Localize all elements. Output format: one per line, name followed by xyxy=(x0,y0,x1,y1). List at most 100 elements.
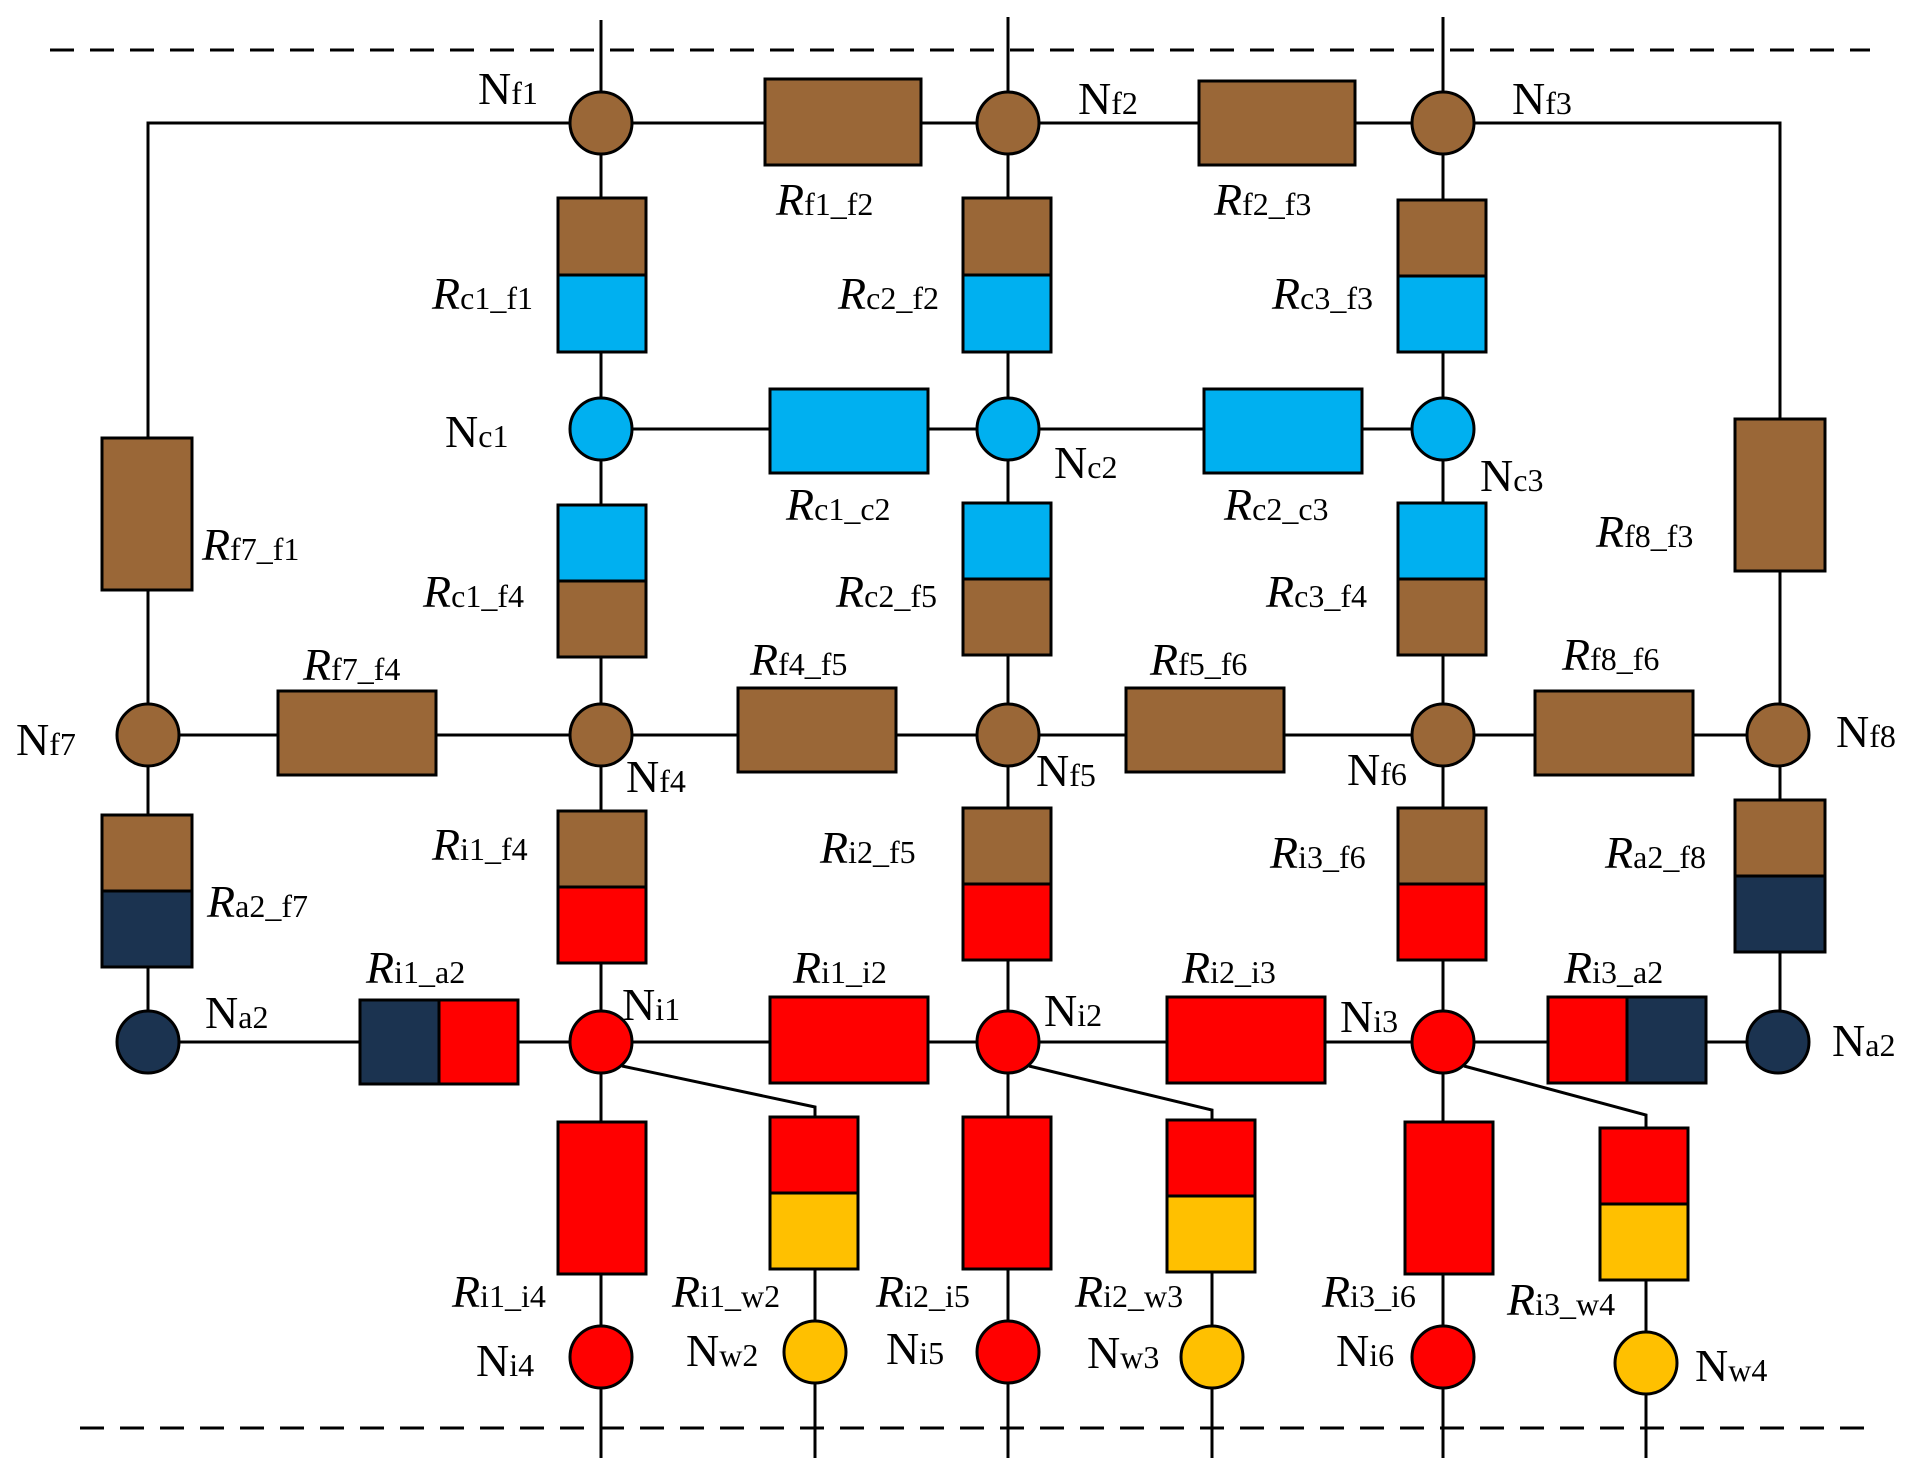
resistor-segment-red xyxy=(437,998,520,1086)
resistor-segment-cyan xyxy=(556,503,648,583)
resistor-c1-f4 xyxy=(556,503,648,659)
wires xyxy=(146,17,1782,1458)
resistor-i2-f5 xyxy=(961,806,1053,962)
node-label: Ni5 xyxy=(886,1323,944,1374)
resistor-segment-navy xyxy=(1733,874,1827,954)
resistor-f8-f3 xyxy=(1733,417,1827,573)
resistor-f7-f1 xyxy=(100,436,194,592)
resistor-i3-w4 xyxy=(1598,1126,1690,1282)
node-label: Nc2 xyxy=(1054,437,1117,488)
node-i2 xyxy=(975,1009,1041,1075)
resistor-label: Ra2_f8 xyxy=(1604,827,1706,878)
node-f3 xyxy=(1410,90,1476,156)
resistor-label: Rf5_f6 xyxy=(1149,634,1247,685)
resistor-segment-brown xyxy=(556,809,648,889)
resistor-label: Ri2_w3 xyxy=(1074,1266,1183,1317)
resistor-f7-f4 xyxy=(276,689,438,777)
node-i3 xyxy=(1410,1009,1476,1075)
resistor-segment-brown xyxy=(736,686,898,774)
node-f6 xyxy=(1410,702,1476,768)
resistor-segment-brown xyxy=(556,579,648,659)
resistor-label: Ra2_f7 xyxy=(206,876,308,927)
node-i6 xyxy=(1410,1324,1476,1390)
node-f2 xyxy=(975,90,1041,156)
resistor-segment-brown xyxy=(1396,198,1488,278)
resistor-label: Ri3_f6 xyxy=(1269,827,1366,878)
resistor-i1-a2 xyxy=(358,998,520,1086)
resistor-label: Ri1_i4 xyxy=(451,1266,546,1317)
resistor-segment-cyan xyxy=(961,501,1053,581)
resistor-segment-brown xyxy=(1733,798,1827,878)
resistor-segment-cyan xyxy=(556,273,648,354)
resistor-i3-a2 xyxy=(1546,995,1708,1085)
resistor-segment-brown xyxy=(1733,417,1827,573)
resistor-label: Ri2_i5 xyxy=(875,1266,970,1317)
resistor-label: Rf2_f3 xyxy=(1213,174,1311,225)
resistor-segment-red xyxy=(556,1120,648,1276)
resistor-f4-f5 xyxy=(736,686,898,774)
resistor-segment-brown xyxy=(1533,689,1695,777)
resistor-segment-navy xyxy=(100,889,194,969)
resistor-f5-f6 xyxy=(1124,686,1286,774)
node-label: Nf8 xyxy=(1836,706,1896,757)
node-label: Nc3 xyxy=(1480,450,1543,501)
resistor-c1-c2 xyxy=(768,387,930,475)
resistor-segment-cyan xyxy=(1396,501,1488,581)
resistor-segment-red xyxy=(768,995,930,1085)
resistor-segment-navy xyxy=(358,998,441,1086)
node-w4 xyxy=(1613,1330,1679,1396)
node-i5 xyxy=(975,1319,1041,1385)
node-f1 xyxy=(568,90,634,156)
resistor-a2-f8 xyxy=(1733,798,1827,954)
node-label: Na2 xyxy=(205,987,268,1038)
resistor-c2-f5 xyxy=(961,501,1053,657)
resistors xyxy=(100,77,1827,1282)
resistor-segment-brown xyxy=(961,196,1053,277)
node-c2 xyxy=(975,396,1041,462)
resistor-segment-red xyxy=(1598,1126,1690,1206)
resistor-label: Rf4_f5 xyxy=(749,634,847,685)
resistor-label: Ri1_a2 xyxy=(365,942,465,993)
resistor-segment-brown xyxy=(961,577,1053,657)
resistor-c1-f1 xyxy=(556,196,648,354)
node-f7 xyxy=(115,702,181,768)
node-label: Nf6 xyxy=(1347,744,1407,795)
resistor-i2-i5 xyxy=(961,1115,1053,1271)
resistor-label: Ri3_i6 xyxy=(1321,1266,1416,1317)
resistor-segment-red xyxy=(1165,995,1327,1085)
node-label: Ni6 xyxy=(1336,1325,1394,1376)
resistor-i1-i2 xyxy=(768,995,930,1085)
resistor-segment-cyan xyxy=(768,387,930,475)
resistor-segment-brown xyxy=(276,689,438,777)
resistor-c2-f2 xyxy=(961,196,1053,354)
resistor-segment-brown xyxy=(100,813,194,893)
resistor-f8-f6 xyxy=(1533,689,1695,777)
node-i4 xyxy=(568,1324,634,1390)
resistor-label: Rc1_c2 xyxy=(785,479,891,530)
node-f4 xyxy=(568,702,634,768)
node-f8 xyxy=(1745,702,1811,768)
node-label: Nw3 xyxy=(1087,1327,1159,1378)
resistor-segment-red xyxy=(1546,995,1629,1085)
resistor-segment-cyan xyxy=(1396,274,1488,354)
resistor-segment-cyan xyxy=(1202,387,1364,475)
wire xyxy=(1463,1064,1648,1128)
node-i1 xyxy=(568,1009,634,1075)
resistor-label: Rc2_f5 xyxy=(835,566,937,617)
wire xyxy=(1474,121,1782,419)
node-label: Nf7 xyxy=(16,714,76,765)
resistor-segment-brown xyxy=(1124,686,1286,774)
resistor-segment-brown xyxy=(1197,79,1357,167)
resistor-segment-gold xyxy=(1165,1194,1257,1274)
resistor-c3-f3 xyxy=(1396,198,1488,354)
node-c3 xyxy=(1410,396,1476,462)
resistor-i3-f6 xyxy=(1396,806,1488,962)
resistor-segment-gold xyxy=(1598,1202,1690,1282)
resistor-label: Ri1_w2 xyxy=(671,1266,780,1317)
resistor-label: Ri2_f5 xyxy=(819,822,916,873)
resistor-segment-red xyxy=(1165,1118,1257,1198)
node-label: Nc1 xyxy=(445,406,508,457)
resistor-segment-brown xyxy=(556,196,648,277)
resistor-segment-gold xyxy=(768,1191,860,1271)
node-label: Nf3 xyxy=(1512,73,1572,124)
